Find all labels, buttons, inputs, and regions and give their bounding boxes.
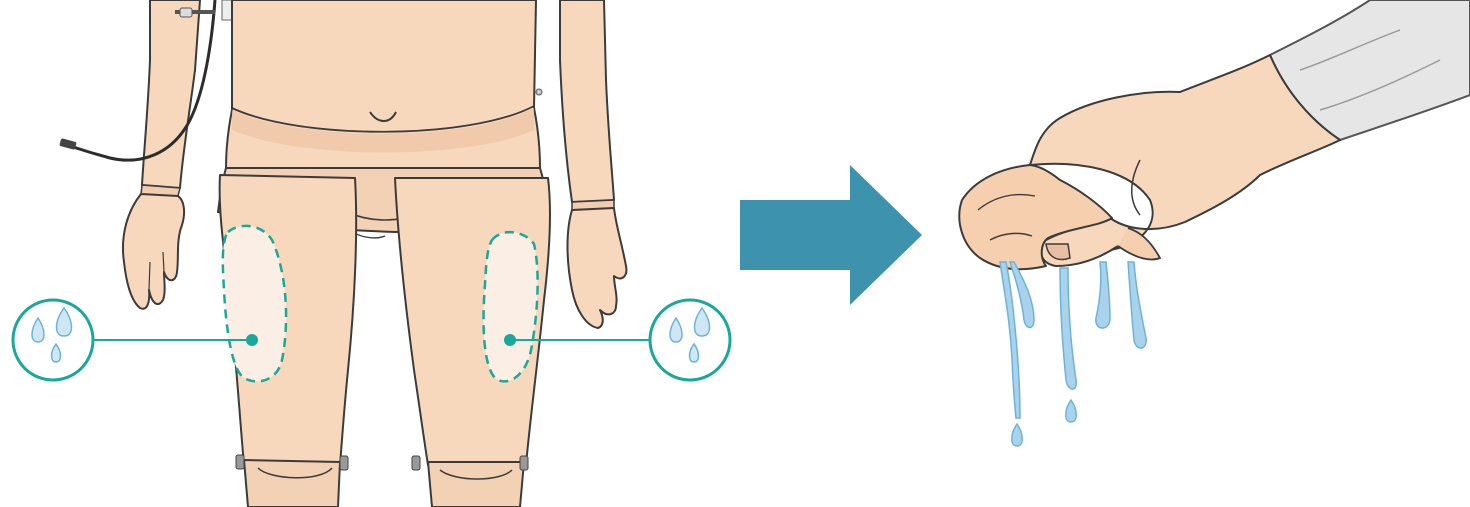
manikin-torso: [226, 0, 542, 168]
manikin-left-hand: [123, 194, 184, 309]
manikin-figure: [13, 0, 730, 507]
right-arrow: [740, 165, 922, 305]
manikin-right-hand: [568, 208, 627, 328]
manikin-left-arm: [141, 0, 200, 196]
water-drips: [1000, 262, 1146, 446]
hand-wringing-sponge: [959, 0, 1470, 446]
injection-pad-left: [223, 226, 286, 382]
water-drops-icon-left: [13, 300, 258, 380]
manikin-right-arm: [560, 0, 626, 328]
manikin-leg-right: [395, 178, 550, 507]
